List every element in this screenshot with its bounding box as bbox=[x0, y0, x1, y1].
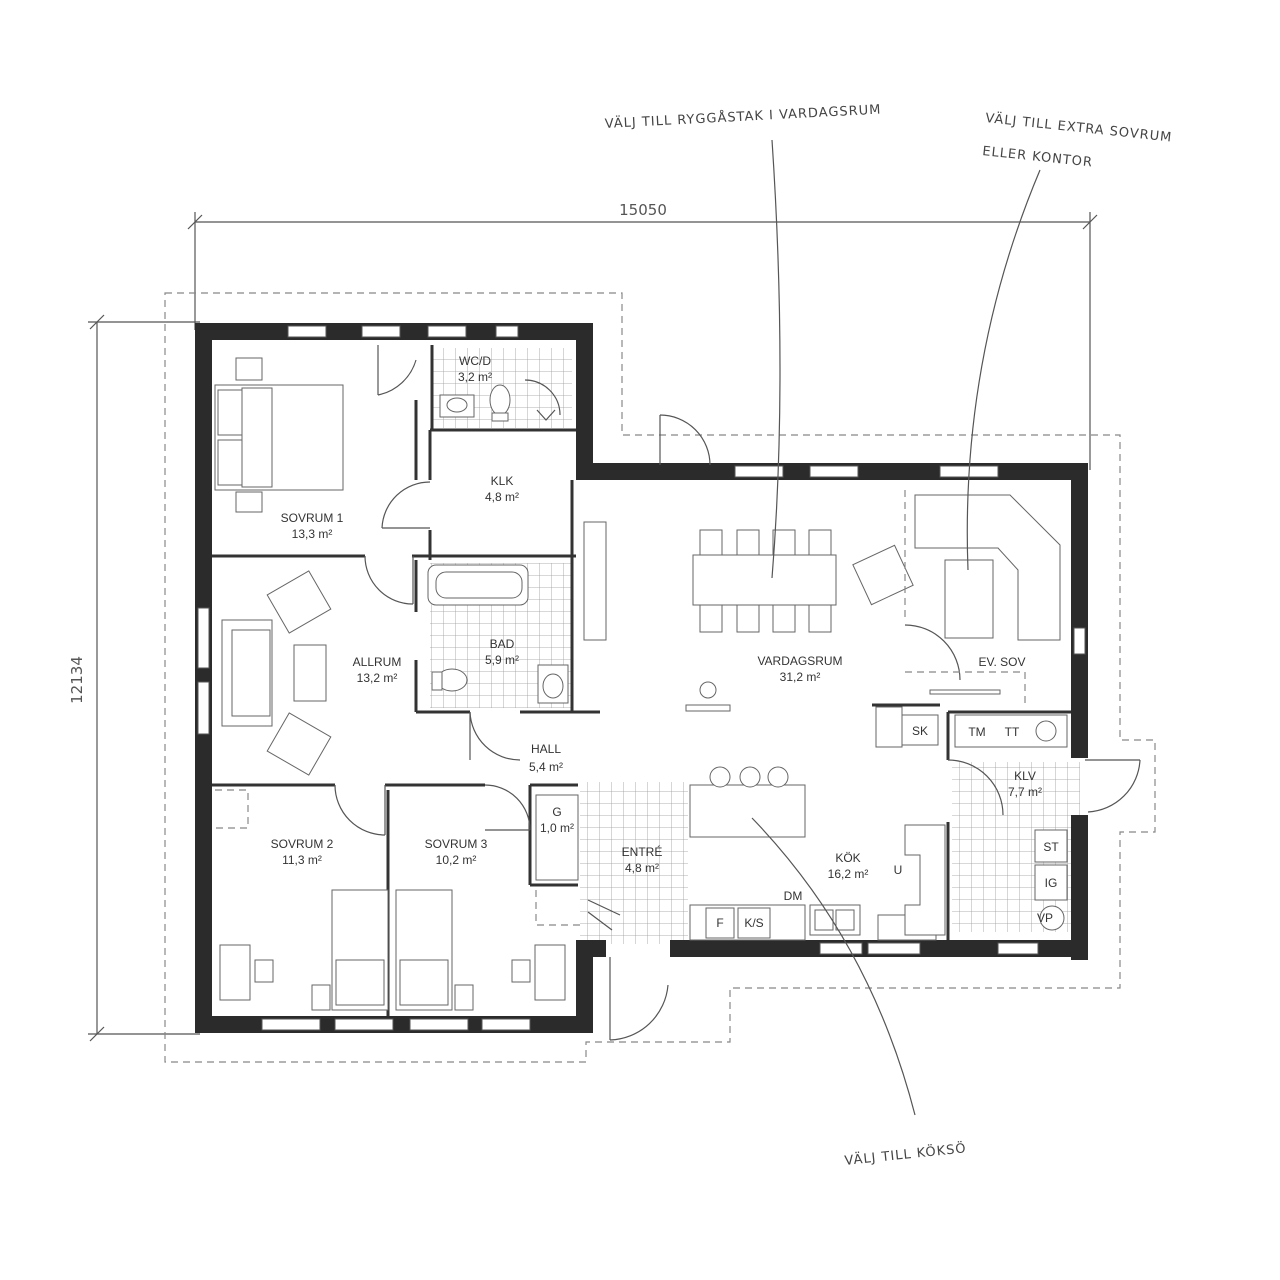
room-bad-area: 5,9 m² bbox=[485, 653, 519, 667]
room-entre-name: ENTRÉ bbox=[622, 844, 663, 859]
room-labels: WC/D 3,2 m² KLK 4,8 m² SOVRUM 1 13,3 m² … bbox=[271, 354, 1042, 881]
room-sovrum2-name: SOVRUM 2 bbox=[271, 837, 334, 851]
fixture-labels: SK TM TT ST IG VP F K/S DM U bbox=[716, 724, 1059, 930]
room-sovrum2-area: 11,3 m² bbox=[282, 853, 322, 867]
room-sovrum3-name: SOVRUM 3 bbox=[425, 837, 488, 851]
doors bbox=[334, 345, 1141, 1041]
fireplace bbox=[583, 521, 731, 712]
bath-fixtures bbox=[427, 564, 569, 704]
bed-sovrum1 bbox=[214, 357, 344, 513]
dining-table bbox=[692, 529, 837, 633]
room-sovrum3-area: 10,2 m² bbox=[436, 853, 477, 867]
annotation-extra-bedroom-2: ELLER KONTOR bbox=[982, 144, 1094, 171]
room-kok-name: KÖK bbox=[835, 851, 860, 865]
interior-walls bbox=[212, 345, 1071, 1016]
bed-sovrum3 bbox=[395, 889, 566, 1011]
stair-entre bbox=[587, 899, 621, 931]
bed-sovrum2 bbox=[219, 889, 389, 1011]
fixture-dm: DM bbox=[784, 889, 803, 903]
room-vardagsrum-name: VARDAGSRUM bbox=[757, 654, 842, 668]
room-allrum-area: 13,2 m² bbox=[357, 671, 398, 685]
sofa-vardagsrum bbox=[852, 490, 1061, 641]
storage-g bbox=[535, 794, 580, 926]
room-klk-name: KLK bbox=[491, 474, 514, 488]
room-ev-sov-name: EV. SOV bbox=[979, 655, 1026, 669]
wc-fixtures bbox=[439, 379, 561, 422]
room-bad-name: BAD bbox=[490, 637, 515, 651]
sofa-allrum bbox=[221, 570, 332, 776]
fixture-f: F bbox=[716, 916, 723, 930]
fixture-vp: VP bbox=[1037, 911, 1053, 925]
fixture-u: U bbox=[894, 863, 903, 877]
height-label: 12134 bbox=[68, 656, 86, 704]
leader-lines bbox=[751, 139, 1041, 1116]
room-kok-area: 16,2 m² bbox=[828, 867, 869, 881]
ev-sov-wall bbox=[905, 671, 1026, 705]
fixture-ks: K/S bbox=[744, 916, 763, 930]
room-g-name: G bbox=[552, 805, 561, 819]
room-klk-area: 4,8 m² bbox=[485, 490, 519, 504]
annotation-kitchen-island: VÄLJ TILL KÖKSÖ bbox=[844, 1139, 968, 1169]
room-wcd-name: WC/D bbox=[459, 354, 491, 368]
room-hall-area: 5,4 m² bbox=[529, 760, 563, 774]
room-klv-name: KLV bbox=[1014, 769, 1036, 783]
room-allrum-name: ALLRUM bbox=[353, 655, 402, 669]
room-entre-area: 4,8 m² bbox=[625, 861, 659, 875]
room-klv-area: 7,7 m² bbox=[1008, 785, 1042, 799]
room-sovrum1-name: SOVRUM 1 bbox=[281, 511, 344, 525]
annotation-extra-bedroom-1: VÄLJ TILL EXTRA SOVRUM bbox=[985, 110, 1173, 146]
room-hall-name: HALL bbox=[531, 742, 561, 756]
wardrobes bbox=[215, 789, 249, 829]
width-label: 15050 bbox=[619, 201, 667, 219]
room-wcd-area: 3,2 m² bbox=[458, 370, 492, 384]
dimension-height: 12134 bbox=[68, 314, 200, 1042]
annotation-ridge-ceiling: VÄLJ TILL RYGGÅSTAK I VARDAGSRUM bbox=[604, 102, 881, 132]
kitchen-counters bbox=[689, 706, 1068, 941]
fixture-st: ST bbox=[1043, 840, 1059, 854]
roof-outline bbox=[164, 292, 1156, 1063]
room-vardagsrum-area: 31,2 m² bbox=[780, 670, 821, 684]
fixture-tm: TM bbox=[968, 725, 985, 739]
fixture-sk: SK bbox=[912, 724, 928, 738]
fixture-tt: TT bbox=[1005, 725, 1020, 739]
fixture-ig: IG bbox=[1045, 876, 1058, 890]
dimension-width: 15050 bbox=[187, 201, 1098, 470]
room-sovrum1-area: 13,3 m² bbox=[292, 527, 333, 541]
room-g-area: 1,0 m² bbox=[540, 821, 574, 835]
